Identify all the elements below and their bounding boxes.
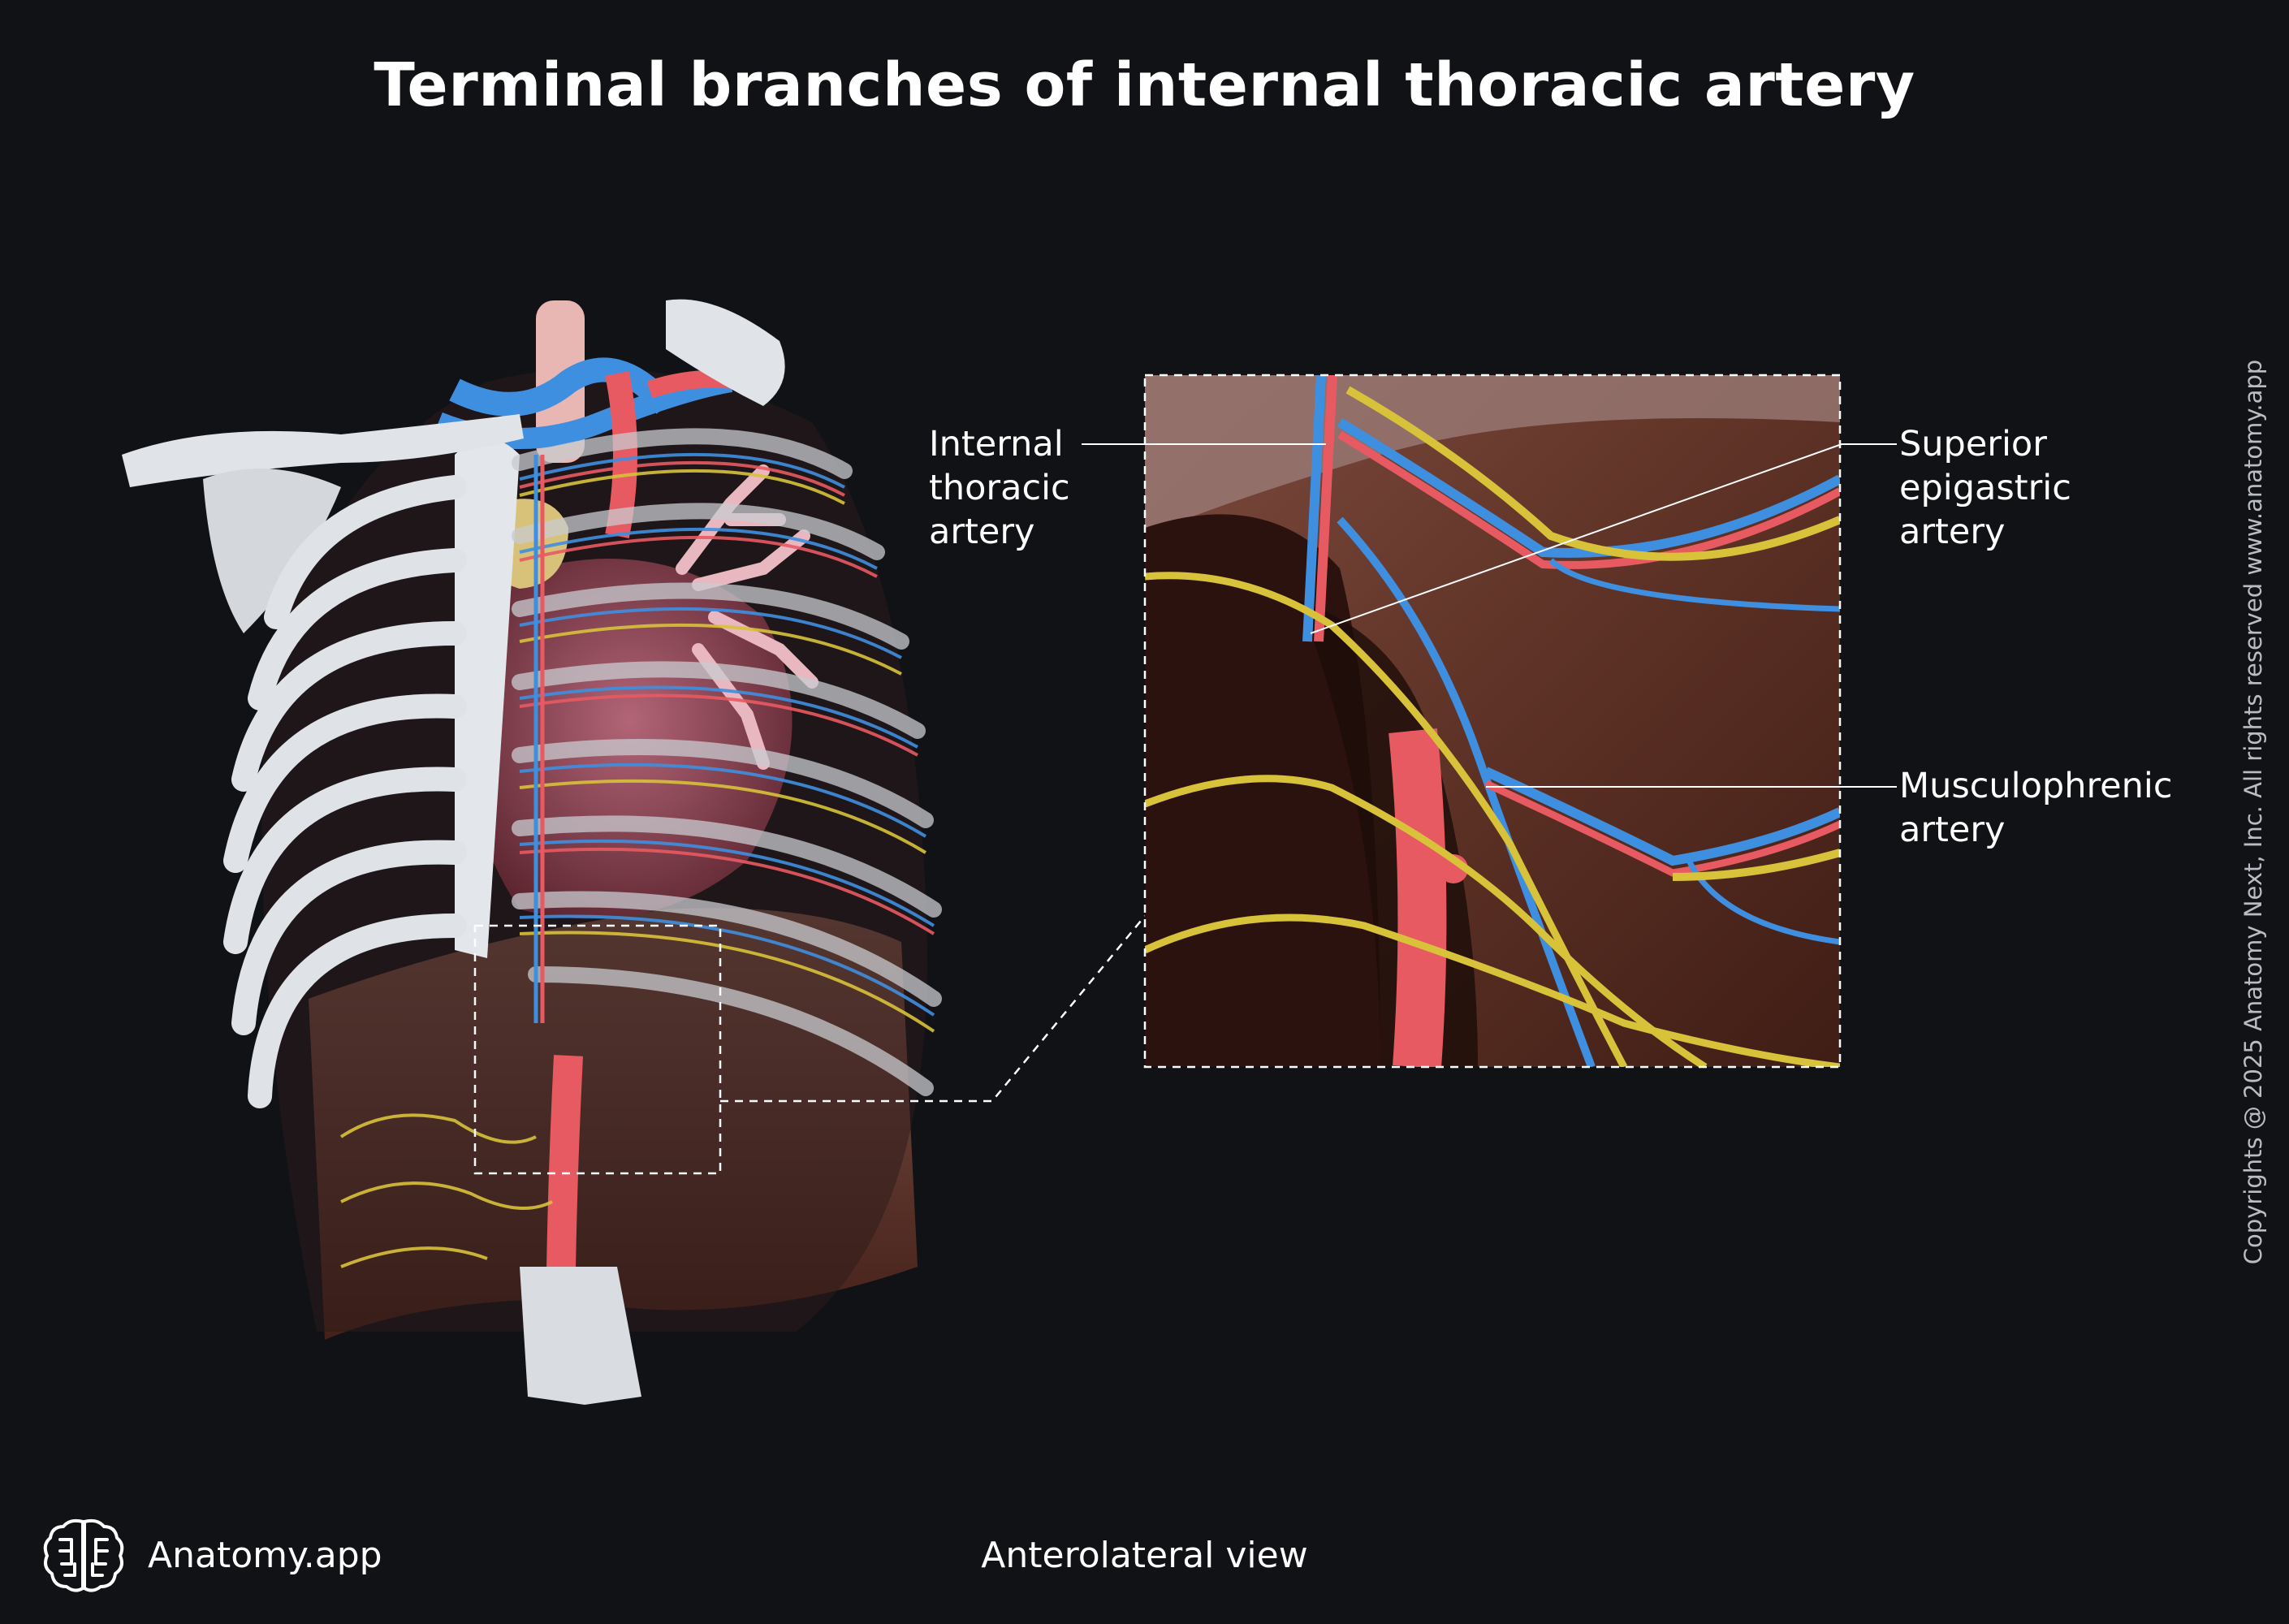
- brand-name[interactable]: Anatomy.app: [148, 1535, 382, 1576]
- right-ribs: [512, 428, 942, 1096]
- sternum: [455, 438, 520, 958]
- clavicle: [122, 414, 524, 487]
- label-internal-thoracic-artery: Internal thoracic artery: [929, 424, 1070, 552]
- leader-lines: [1082, 443, 1897, 788]
- brain-logo-icon: [43, 1518, 124, 1592]
- zoom-frame: [1143, 374, 1842, 1069]
- scapula: [203, 469, 341, 633]
- view-caption: Anterolateral view: [981, 1535, 1308, 1576]
- copyright-notice: Copyrights @ 2025 Anatomy Next, Inc. All…: [2239, 359, 2267, 1265]
- thoracic-cage-figure: [122, 299, 1146, 1405]
- vertebral-column: [520, 1267, 641, 1405]
- detail-box: [473, 924, 722, 1175]
- label-superior-epigastric-artery: Superior epigastric artery: [1899, 424, 2071, 552]
- detail-connector: [720, 915, 1146, 1103]
- label-musculophrenic-artery: Musculophrenic artery: [1899, 766, 2173, 850]
- page-title: Terminal branches of internal thoracic a…: [374, 50, 1915, 120]
- left-ribs: [223, 475, 467, 1108]
- zoom-inset: [1143, 374, 1842, 1069]
